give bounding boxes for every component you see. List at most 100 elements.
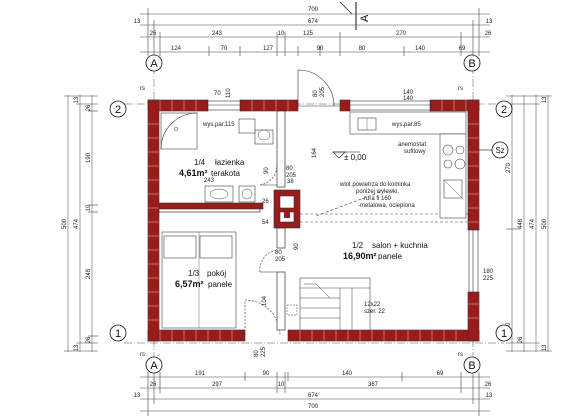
dim-left-474: 474 — [74, 218, 80, 229]
svg-text:16,90m²: 16,90m² — [343, 251, 377, 261]
svg-text:A: A — [150, 58, 158, 70]
bathroom-fixtures — [160, 112, 278, 203]
axis-bubble-2-right: 2 — [495, 100, 513, 118]
stairs-note: 12x22 szer. 22 — [364, 302, 386, 315]
interior-dims: 243 164 38 90 26 54 104 90 — [204, 147, 318, 306]
dim-bot-10: 10 — [278, 382, 285, 388]
dim-right-50: 50 — [506, 322, 512, 329]
axis-bubble-1-left: 1 — [109, 324, 127, 342]
dim-bot-90: 90 — [263, 371, 270, 377]
dim-right-13a: 13 — [542, 96, 548, 103]
svg-text:12x22: 12x22 — [364, 302, 381, 308]
dim-top-127: 127 — [263, 46, 274, 52]
dim-right-474: 474 — [530, 218, 536, 229]
dim-bot-69: 69 — [437, 371, 444, 377]
svg-text:panele: panele — [378, 252, 403, 261]
dim-bot-140: 140 — [342, 371, 353, 377]
column-tag-bl: rs — [140, 352, 145, 358]
axis-bubble-b-top: B — [463, 54, 481, 72]
dim-right-448: 448 — [518, 218, 524, 229]
dim-top-674: 674 — [308, 19, 319, 25]
svg-text:1/4: 1/4 — [194, 158, 206, 167]
dim-top-125: 125 — [303, 31, 314, 37]
svg-text:panele: panele — [208, 280, 233, 289]
dim-top-26a: 26 — [150, 31, 157, 37]
dim-left-13a: 13 — [74, 96, 80, 103]
svg-text:A: A — [150, 360, 158, 372]
sz-marker: Sz — [479, 141, 509, 159]
axis-bubble-1-right: 1 — [495, 324, 513, 342]
svg-text:6,57m²: 6,57m² — [175, 279, 204, 289]
column-tag-tl: rs — [140, 86, 145, 92]
room-label-bedroom: 1/3 pokój 6,57m² panele — [175, 269, 233, 289]
dim-bot-total: 700 — [308, 404, 319, 410]
dim-bot-26b: 26 — [485, 382, 492, 388]
svg-text:terakota: terakota — [211, 169, 240, 178]
column-tag-tr: rs — [458, 86, 463, 92]
svg-text:1: 1 — [501, 328, 507, 340]
svg-text:pokój: pokój — [207, 269, 226, 278]
dims-top: 700 13 674 13 26 243 10 125 270 26 124 7… — [134, 7, 493, 56]
stairs — [286, 277, 371, 331]
dim-top-10: 10 — [278, 31, 285, 37]
dim-bot-367: 367 — [368, 382, 379, 388]
svg-text:B: B — [468, 360, 475, 372]
win-kitchen-width: 140 — [403, 90, 414, 96]
fireplace-note: wlot powietrza do kominka poniżej wylewk… — [339, 182, 415, 209]
hob-burner-icon — [443, 159, 453, 169]
room-label-bathroom: 1/4 łazienka 4,61m² terakota — [179, 158, 245, 178]
dim-left-26b: 26 — [86, 336, 92, 343]
svg-text:38: 38 — [287, 179, 294, 185]
dim-left-190: 190 — [86, 152, 92, 163]
svg-text:90: 90 — [294, 243, 300, 250]
svg-text:1/3: 1/3 — [188, 269, 200, 278]
sill-bath: wys.par.115 — [202, 122, 235, 128]
dim-left-500: 500 — [62, 218, 68, 229]
dim-top-140: 140 — [415, 46, 426, 52]
dim-top-70: 70 — [221, 46, 228, 52]
dim-top-124: 124 — [171, 46, 182, 52]
axis-bubble-2-left: 2 — [109, 100, 127, 118]
dims-bottom: 191 90 140 69 26 297 10 367 26 13 674 13… — [134, 371, 493, 416]
dim-top-90: 90 — [317, 46, 324, 52]
dim-top-80: 80 — [359, 46, 366, 52]
dims-left: 500 474 26 190 10 248 26 13 13 — [62, 95, 98, 352]
svg-text:± 0,00: ± 0,00 — [344, 153, 367, 162]
level-marker: ± 0,00 — [332, 151, 367, 162]
door-top-height: 205 — [320, 86, 326, 97]
hob-burner-icon — [454, 158, 466, 170]
dim-bot-191: 191 — [195, 371, 206, 377]
exterior-walls — [147, 99, 480, 342]
svg-text:26: 26 — [262, 199, 269, 205]
anemostat-note: anemostat sufitowy — [398, 142, 426, 155]
door-bottom-width: 80 — [254, 350, 260, 357]
door-room-width: 80 — [275, 250, 282, 256]
win-right-height: 225 — [483, 276, 494, 282]
room-label-living: 1/2 salon + kuchnia 16,90m² panele — [343, 241, 428, 261]
win-right-width: 180 — [483, 269, 494, 275]
section-marker: A — [339, 1, 371, 30]
dim-top-69: 69 — [459, 46, 466, 52]
openings — [207, 69, 479, 336]
dim-bot-26a: 26 — [150, 382, 157, 388]
svg-text:1: 1 — [115, 328, 121, 340]
svg-text:sufitowy: sufitowy — [404, 149, 426, 155]
bath-room-partition — [158, 202, 264, 210]
svg-text:90: 90 — [264, 167, 270, 174]
svg-text:1/2: 1/2 — [352, 241, 364, 250]
opening-labels: 70 110 80 205 140 140 wys.par.115 wys.pa… — [202, 86, 494, 357]
door-bath-height: 205 — [286, 173, 297, 179]
svg-text:243: 243 — [204, 178, 215, 184]
win-bath-width: 70 — [214, 91, 221, 97]
door-room-height: 205 — [275, 257, 286, 263]
dim-left-10: 10 — [86, 204, 92, 211]
column-tag-br: rs — [458, 352, 463, 358]
bed — [161, 231, 278, 329]
chimney — [273, 189, 301, 229]
door-top-width: 80 — [313, 90, 319, 97]
dim-top-total: 700 — [308, 7, 319, 13]
dim-left-13b: 13 — [74, 344, 80, 351]
kitchen-counter-top — [349, 111, 467, 135]
dim-top-243: 243 — [212, 31, 223, 37]
